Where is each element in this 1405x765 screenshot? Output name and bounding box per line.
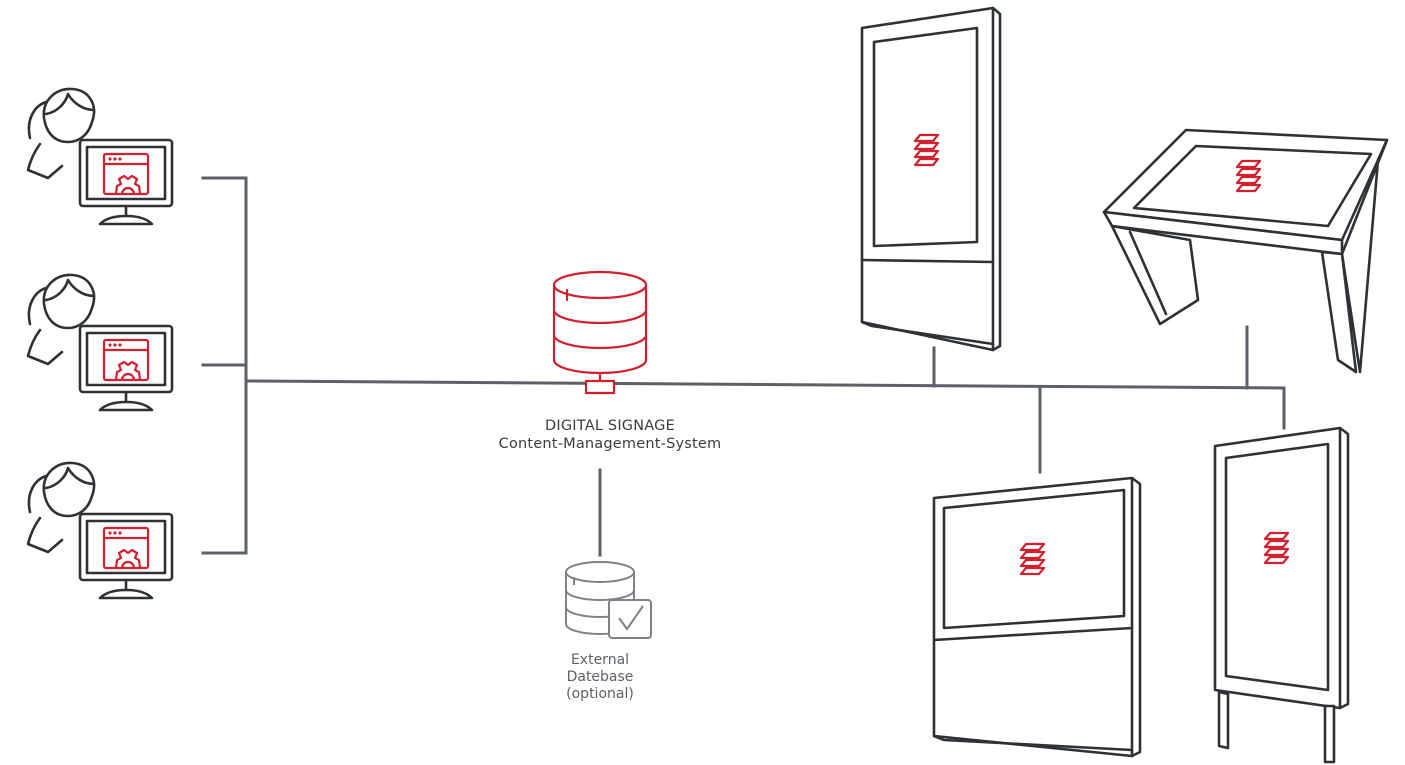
cms-subtitle: Content-Management-System [498, 436, 722, 452]
external-database-line-1: External [570, 652, 630, 668]
database-server-icon [552, 270, 648, 395]
cms-label: DIGITAL SIGNAGE Content-Management-Syste… [430, 417, 790, 453]
external-database-label: External Datebase (optional) [540, 652, 660, 703]
cms-title: DIGITAL SIGNAGE [545, 418, 675, 434]
user-workstation-2 [26, 273, 174, 412]
touch-table-icon [1102, 128, 1389, 374]
external-database-line-2: Datebase [566, 669, 634, 685]
database-check-icon [565, 561, 652, 639]
user-workstation-icon [26, 273, 174, 412]
user-workstation-icon [26, 87, 174, 226]
user-workstation-icon [26, 461, 174, 600]
user-workstation-1 [26, 87, 174, 226]
external-database-line-3: (optional) [566, 686, 634, 702]
digital-stele-icon [860, 6, 1002, 352]
user-workstation-3 [26, 461, 174, 600]
outdoor-stele-icon [1213, 426, 1350, 764]
connection-lines [201, 176, 1286, 557]
landscape-display-icon [932, 476, 1142, 758]
